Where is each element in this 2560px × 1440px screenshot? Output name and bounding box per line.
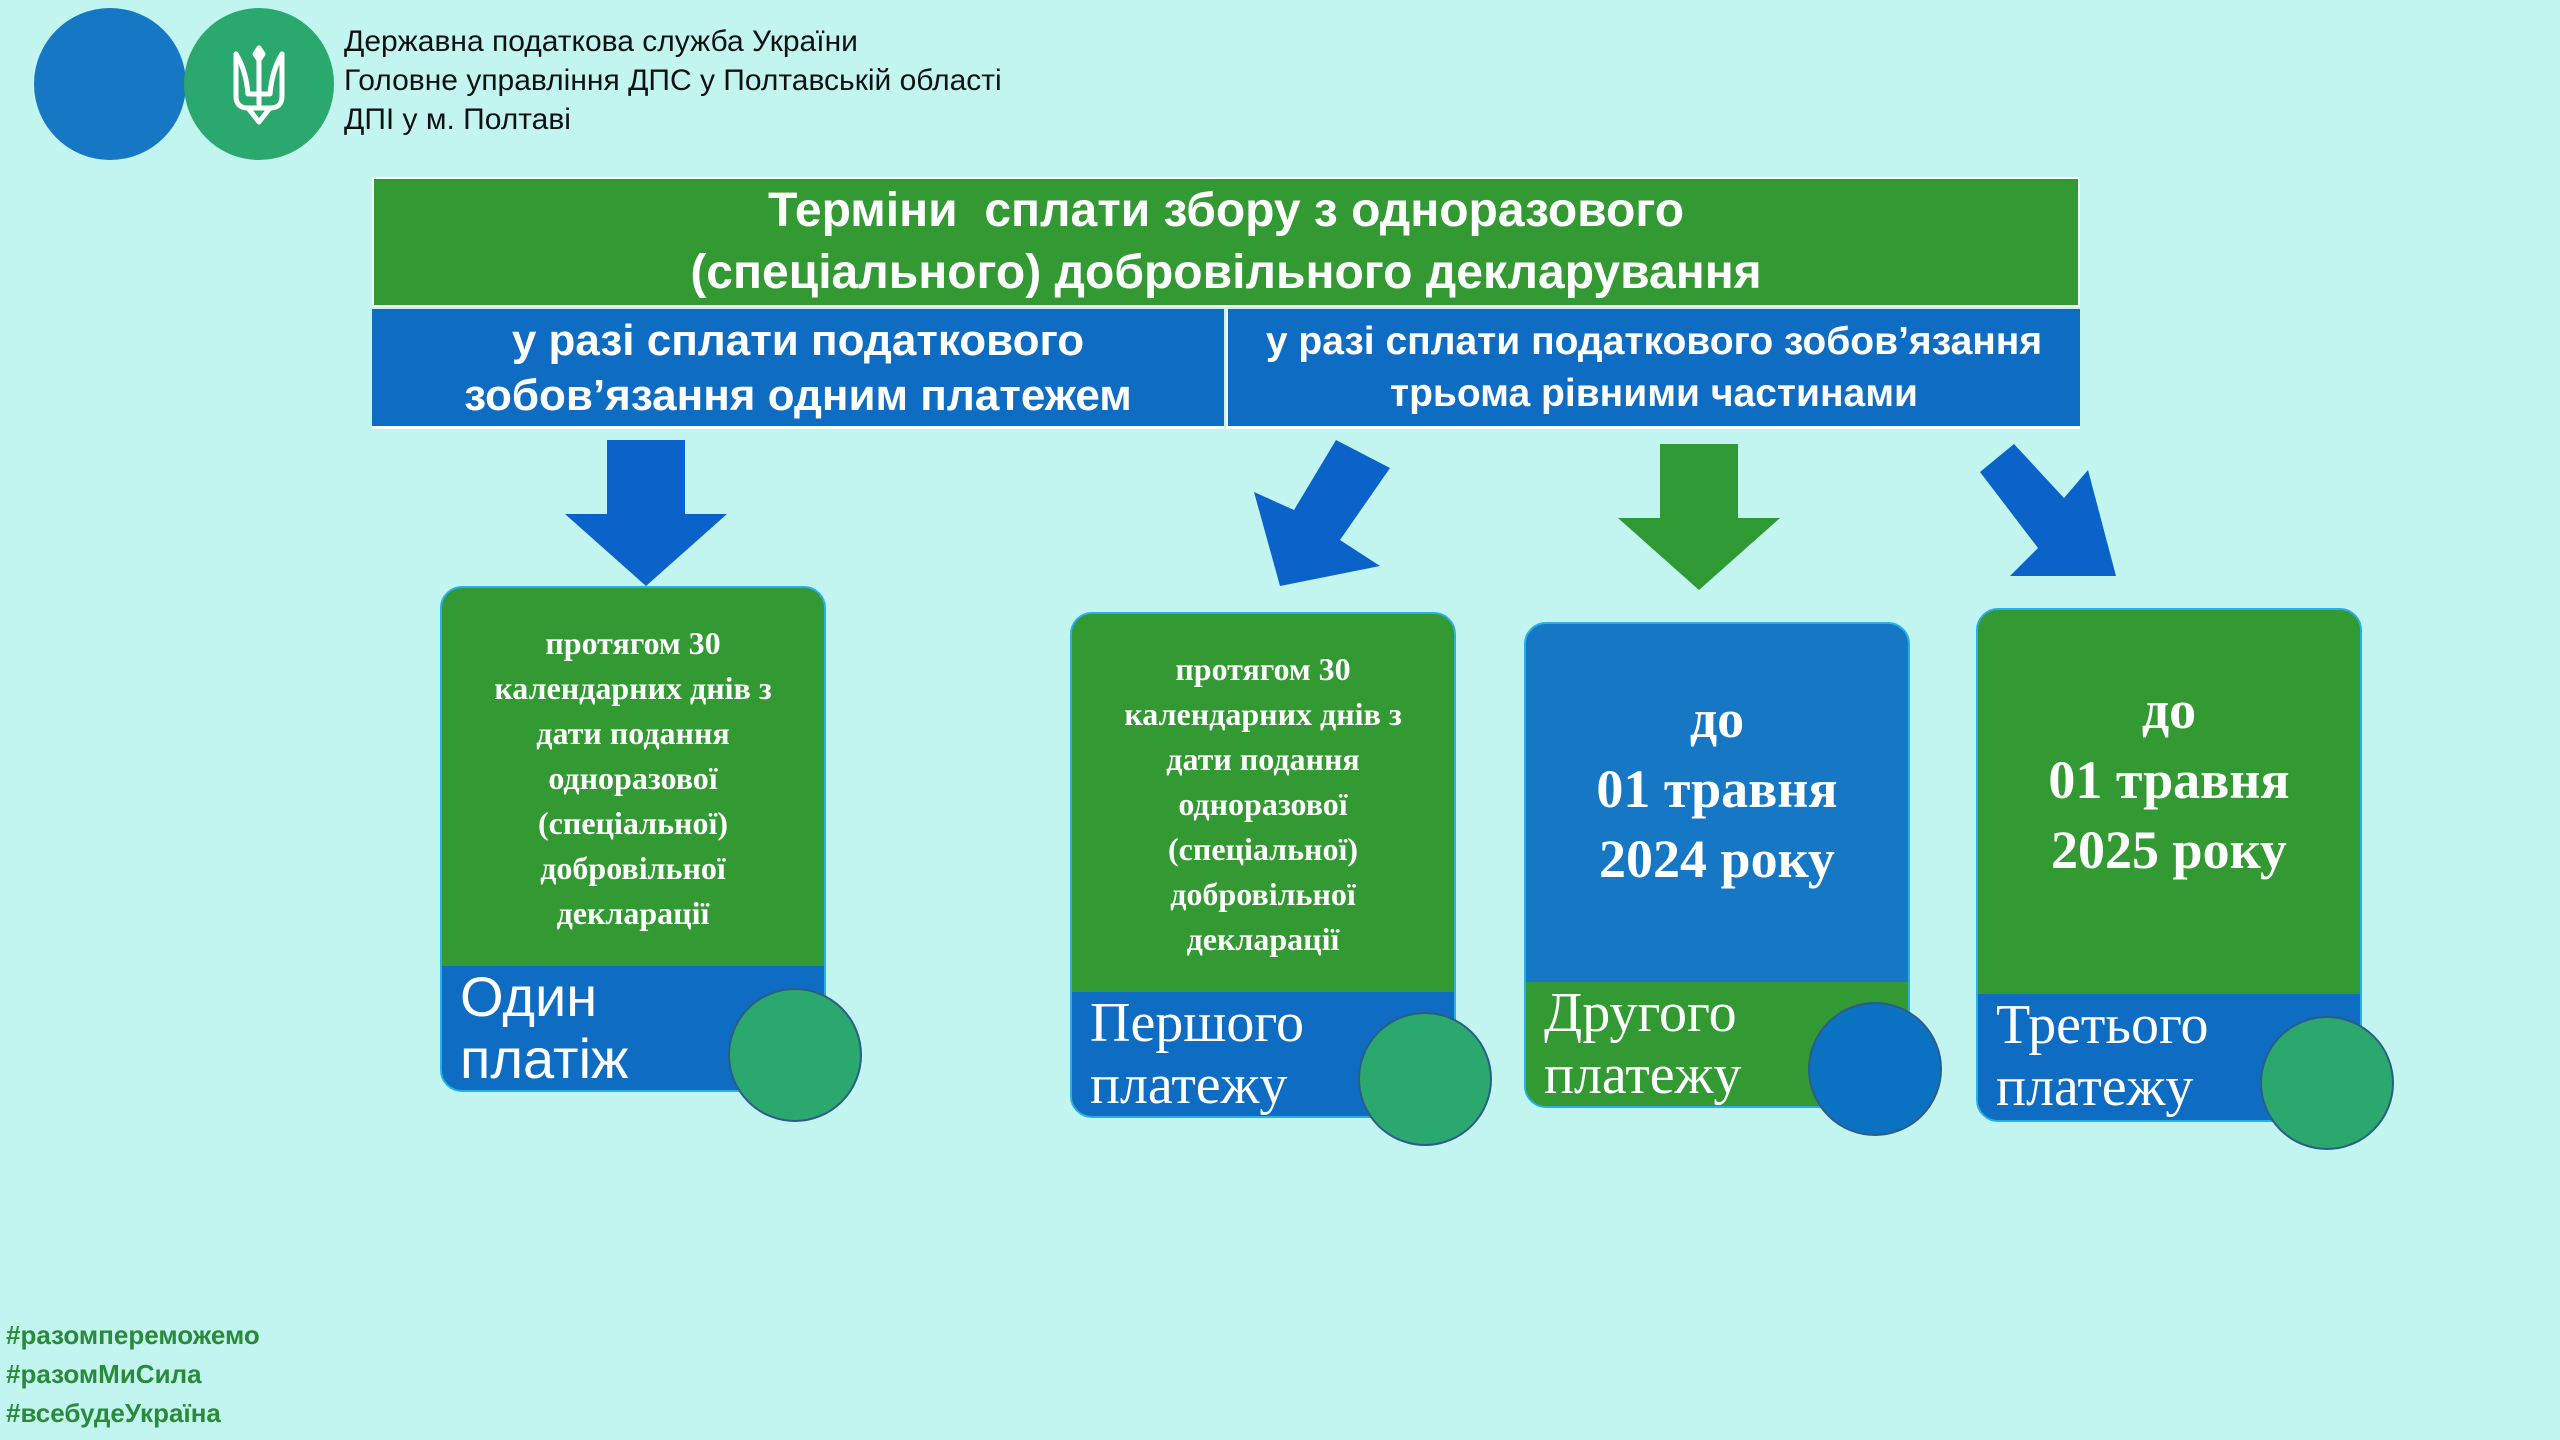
- org-line-3: ДПІ у м. Полтаві: [344, 103, 571, 136]
- card-4-line-3: 2025 року: [2051, 820, 2287, 880]
- option-right-line-1: у разі сплати податкового зобов’язання: [1265, 319, 2043, 363]
- option-single-payment: у разі сплати податкового зобов’язання о…: [372, 309, 1224, 429]
- arrow-down-left-icon: [1254, 440, 1390, 586]
- card-2-label: Першого платежу: [1072, 992, 1454, 1116]
- organization-info: Державна податкова служба України Головн…: [344, 22, 1002, 139]
- card-4-line-1: до: [2141, 680, 2197, 740]
- arrow-down-right-icon: [1980, 444, 2116, 576]
- card-1-line-3: дати подання: [536, 714, 730, 751]
- card-2-line-6: добровільної: [1170, 875, 1356, 912]
- decorative-dot-3: [1808, 1002, 1942, 1136]
- title-banner: Терміни сплати збору з одноразового (спе…: [372, 177, 2080, 307]
- card-1-line-2: календарних днів з: [494, 669, 772, 706]
- card-3-label-line-1: Другого: [1544, 982, 1737, 1044]
- card-1-line-1: протягом 30: [545, 624, 721, 661]
- card-4-label: Третього платежу: [1978, 994, 2360, 1120]
- card-3-deadline: до 01 травня 2024 року: [1526, 624, 1908, 984]
- hashtag-1: #разомпереможемо: [6, 1320, 260, 1350]
- card-1-deadline: протягом 30 календарних днів з дати пода…: [442, 588, 824, 968]
- card-1-line-4: одноразової: [548, 759, 718, 796]
- card-2-line-3: дати подання: [1166, 740, 1360, 777]
- option-three-payments: у разі сплати податкового зобов’язання т…: [1226, 309, 2080, 429]
- card-3-line-1: до: [1689, 689, 1745, 749]
- card-2-line-2: календарних днів з: [1124, 695, 1402, 732]
- card-single-payment: протягом 30 календарних днів з дати пода…: [440, 586, 826, 1092]
- card-1-line-6: добровільної: [540, 849, 726, 886]
- decorative-dot-2: [1358, 1012, 1492, 1146]
- card-2-deadline: протягом 30 календарних днів з дати пода…: [1072, 614, 1454, 994]
- org-line-2: Головне управління ДПС у Полтавській обл…: [344, 64, 1002, 97]
- option-right-line-2: трьома рівними частинами: [1389, 371, 1919, 415]
- decorative-dot-1: [728, 988, 862, 1122]
- card-2-label-line-2: платежу: [1090, 1054, 1288, 1116]
- card-3-line-2: 01 травня: [1596, 759, 1838, 819]
- card-1-line-7: декларації: [556, 894, 710, 931]
- card-2-line-5: (спеціальної): [1168, 830, 1358, 867]
- title-line-1: Терміни сплати збору з одноразового: [767, 184, 1685, 237]
- card-4-label-line-1: Третього: [1996, 994, 2209, 1056]
- card-1-label-line-2: платіж: [460, 1027, 629, 1090]
- card-4-label-line-2: платежу: [1996, 1056, 2194, 1118]
- card-2-label-line-1: Першого: [1090, 992, 1304, 1054]
- card-third-payment: до 01 травня 2025 року Третього платежу: [1976, 608, 2362, 1122]
- org-line-1: Державна податкова служба України: [344, 25, 858, 58]
- title-line-2: (спеціального) добровільного декларуванн…: [690, 246, 1762, 299]
- hashtag-3: #всебудеУкраїна: [6, 1398, 221, 1428]
- hashtag-2: #разомМиСила: [6, 1359, 202, 1389]
- card-2-line-1: протягом 30: [1175, 650, 1351, 687]
- logo-circle-green: [184, 8, 334, 160]
- logo-circle-blue: [34, 8, 186, 160]
- option-left-line-2: зобов’язання одним платежем: [464, 370, 1132, 420]
- card-1-label: Один платіж: [442, 966, 824, 1090]
- trident-icon: [233, 45, 285, 125]
- card-2-line-4: одноразової: [1178, 785, 1348, 822]
- arrow-down-green-icon: [1618, 444, 1780, 590]
- card-2-line-7: декларації: [1186, 920, 1340, 957]
- decorative-dot-4: [2260, 1016, 2394, 1150]
- card-1-line-5: (спеціальної): [538, 804, 728, 841]
- card-1-label-line-1: Один: [460, 965, 598, 1028]
- arrow-down-icon: [565, 440, 727, 586]
- card-3-label-line-2: платежу: [1544, 1044, 1742, 1106]
- card-4-deadline: до 01 травня 2025 року: [1978, 610, 2360, 990]
- option-left-line-1: у разі сплати податкового: [511, 315, 1085, 365]
- card-4-line-2: 01 травня: [2048, 750, 2290, 810]
- hashtags: #разомпереможемо #разомМиСила #всебудеУк…: [6, 1316, 260, 1433]
- card-3-line-3: 2024 року: [1599, 829, 1835, 889]
